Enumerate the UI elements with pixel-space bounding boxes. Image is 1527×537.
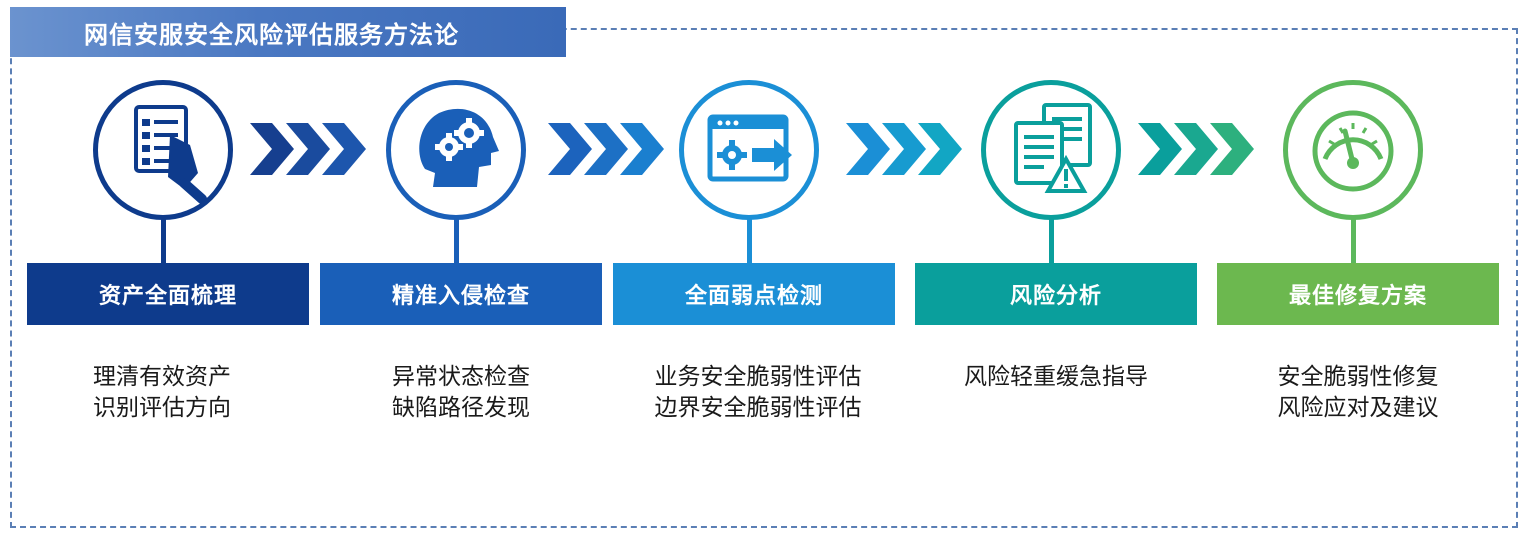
step-description: 理清有效资产 识别评估方向 <box>21 362 303 424</box>
desc-line: 异常状态检查 <box>392 364 530 390</box>
step-connector <box>1049 216 1054 264</box>
dashed-frame <box>10 28 1518 528</box>
step-asset-inventory: 资产全面梳理 理清有效资产 识别评估方向 <box>27 0 309 537</box>
step-label: 风险分析 <box>915 263 1197 325</box>
desc-line: 业务安全脆弱性评估 <box>654 364 862 390</box>
desc-line: 风险轻重缓急指导 <box>964 364 1148 390</box>
chevron-arrows-icon <box>846 123 962 175</box>
desc-line: 安全脆弱性修复 <box>1277 364 1439 390</box>
step-label: 全面弱点检测 <box>613 263 895 325</box>
gauge-icon <box>1312 110 1394 192</box>
step-connector <box>747 216 752 264</box>
checklist-hand-icon <box>134 105 207 204</box>
window-gear-arrow-icon <box>707 114 792 182</box>
step-icon-circle <box>386 80 526 220</box>
step-icon-circle <box>981 80 1121 220</box>
chevron-arrows-icon <box>1138 123 1254 175</box>
desc-line: 风险应对及建议 <box>1277 395 1439 421</box>
step-risk-analysis: 风险分析 风险轻重缓急指导 <box>915 0 1197 537</box>
step-label: 最佳修复方案 <box>1217 263 1499 325</box>
desc-line: 识别评估方向 <box>93 395 231 421</box>
step-connector <box>454 216 459 264</box>
step-icon-circle <box>93 80 233 220</box>
step-description: 风险轻重缓急指导 <box>915 362 1197 393</box>
chevron-arrows-icon <box>548 123 664 175</box>
step-intrusion-check: 精准入侵检查 异常状态检查 缺陷路径发现 <box>320 0 602 537</box>
desc-line: 理清有效资产 <box>93 364 231 390</box>
head-gears-icon <box>419 108 499 187</box>
step-description: 业务安全脆弱性评估 边界安全脆弱性评估 <box>617 362 899 424</box>
step-icon-circle <box>1283 80 1423 220</box>
step-description: 安全脆弱性修复 风险应对及建议 <box>1217 362 1499 424</box>
step-label: 资产全面梳理 <box>27 263 309 325</box>
step-vulnerability-scan: 全面弱点检测 业务安全脆弱性评估 边界安全脆弱性评估 <box>613 0 895 537</box>
step-label: 精准入侵检查 <box>320 263 602 325</box>
step-description: 异常状态检查 缺陷路径发现 <box>320 362 602 424</box>
step-icon-circle <box>679 80 819 220</box>
desc-line: 缺陷路径发现 <box>392 395 530 421</box>
chevron-arrows-icon <box>250 123 366 175</box>
page-title: 网信安服安全风险评估服务方法论 <box>10 7 566 57</box>
step-remediation-plan: 最佳修复方案 安全脆弱性修复 风险应对及建议 <box>1217 0 1499 537</box>
documents-warning-icon <box>1014 103 1092 193</box>
step-connector <box>161 216 166 264</box>
desc-line: 边界安全脆弱性评估 <box>654 395 862 421</box>
step-connector <box>1351 216 1356 264</box>
